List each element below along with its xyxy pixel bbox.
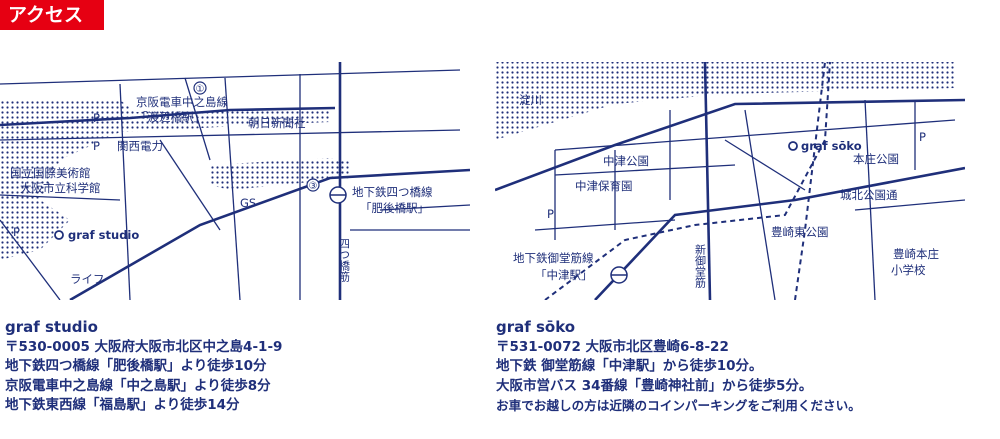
secondary-dashed-line [794,61,826,300]
elementary-label: 小学校 [891,263,926,277]
studio-map: ① ③ 京阪電車中之島線 「渡辺橋駅」 朝日新聞社 P P 関西電力 国立国際美… [0,62,470,300]
parking-label-3: P [13,225,20,239]
nakatsu-park-label: 中津公園 [603,154,649,168]
midosuji-line-label: 地下鉄御堂筋線 [513,251,594,265]
studio-access-3: 地下鉄東西線「福島駅」より徒歩14分 [5,397,240,413]
yodogawa-dotted-area [495,62,955,140]
soko-access-1: 地下鉄 御堂筋線「中津駅」から徒歩10分。 [496,358,763,374]
studio-marker-label: graf studio [68,228,139,242]
parking-label-2: P [93,139,100,153]
studio-info: graf studio 〒530-0005 大阪府大阪市北区中之島4-1-9 地… [5,318,282,416]
parking-label-2: P [547,207,554,221]
life-label: ライフ [70,272,105,286]
yotsubashi-suji-label: 四つ橋筋 [338,238,351,283]
river-dotted-area-mid [210,158,350,190]
shin-mido-suji-label: 新御堂筋 [694,243,707,289]
soko-name: graf sōko [496,318,576,336]
toyosaki-honjo-label: 豊崎本庄 [893,247,939,261]
yodogawa-bank-road [495,98,965,192]
svg-text:①: ① [196,84,205,95]
number-1-marker [193,81,207,95]
midosuji-subway-line [544,61,831,300]
soko-map: 淀川 graf sōko P 本庄公園 中津公園 中津保育園 城北公園通 P 豊… [495,61,965,300]
joho-park-street-road [594,166,965,300]
nakatsu-station-label: 「中津駅」 [535,268,593,282]
gs-label: GS [240,196,256,210]
studio-access-2: 京阪電車中之島線「中之島駅」より徒歩8分 [5,377,271,394]
museum-label-1: 国立国際美術館 [10,166,91,180]
access-heading: アクセス [0,0,104,30]
studio-name: graf studio [5,318,98,336]
soko-marker-label: graf sōko [801,139,862,153]
kansai-denryoku-label: 関西電力 [117,139,163,153]
subway-icon [329,186,347,204]
river-dotted-area [0,100,330,260]
asahi-label: 朝日新聞社 [248,116,306,130]
parking-label-1: P [93,111,100,125]
soko-address: 〒531-0072 大阪市北区豊崎6-8-22 [496,338,729,355]
subway-icon [610,266,628,284]
honjo-park-label: 本庄公園 [853,152,899,166]
river-dotted-area-east [0,175,20,205]
soko-access-2: 大阪市営バス 34番線「豊崎神社前」から徒歩5分。 [496,377,813,394]
yodogawa-label: 淀川 [519,93,542,107]
soko-info: graf sōko 〒531-0072 大阪市北区豊崎6-8-22 地下鉄 御堂… [496,318,861,416]
main-road-diagonal [69,168,470,300]
higobashi-label: 「肥後橋駅」 [360,201,429,215]
parking-label-1: P [919,130,926,144]
number-3-marker [306,178,320,192]
studio-location-marker [54,230,64,240]
toyosaki-east-park-label: 豊崎東公園 [771,225,829,239]
watanabebashi-label: 「渡辺橋駅」 [136,110,205,124]
svg-text:③: ③ [309,181,318,192]
keihan-line-label: 京阪電車中之島線 [136,95,228,109]
museum-label-2: 大阪市立科学館 [20,181,101,195]
nakatsu-nursery-label: 中津保育園 [575,179,633,193]
joho-park-street-label: 城北公園通 [840,188,898,202]
studio-access-1: 地下鉄四つ橋線「肥後橋駅」より徒歩10分 [5,358,267,374]
subway-line-label: 地下鉄四つ橋線 [352,185,433,199]
soko-access-3: お車でお越しの方は近隣のコインパーキングをご利用ください。 [496,398,861,413]
shin-mido-suji-road [703,61,712,300]
studio-address: 〒530-0005 大阪府大阪市北区中之島4-1-9 [5,338,283,355]
keihan-line [0,106,336,127]
soko-location-marker [788,141,798,151]
